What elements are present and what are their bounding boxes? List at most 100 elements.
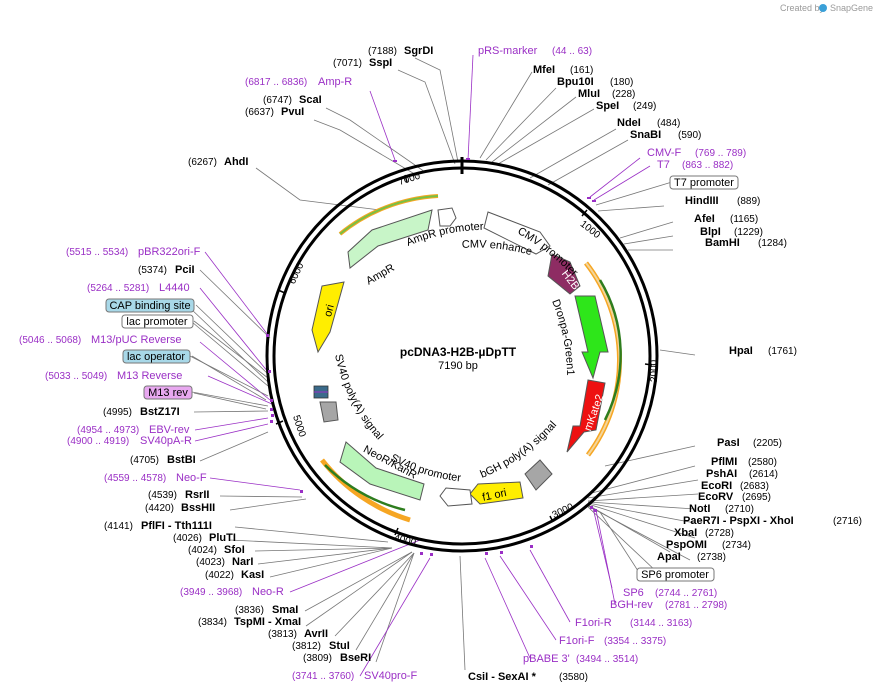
primer-label[interactable]: pBABE 3' [523, 653, 570, 665]
primer-label[interactable]: SP6 [623, 587, 644, 599]
primer-label[interactable]: BGH-rev [610, 599, 653, 611]
enzyme-label[interactable]: NarI [232, 556, 253, 568]
primer-label[interactable]: pRS-marker [478, 45, 538, 57]
enzyme-label[interactable]: NdeI [617, 117, 641, 129]
tick-label-2000: 2000 [649, 359, 660, 382]
enzyme-label[interactable]: PshAI [706, 468, 737, 480]
enzyme-label[interactable]: BseRI [340, 652, 371, 664]
enzyme-label[interactable]: BamHI [705, 237, 740, 249]
enzyme-label[interactable]: HpaI [729, 345, 753, 357]
enzyme-label[interactable]: SspI [369, 57, 392, 69]
feature-f1-ori: f1 ori [469, 481, 524, 505]
primer-leader-lines [194, 54, 651, 677]
enzyme-label[interactable]: StuI [329, 640, 350, 652]
enzyme-label[interactable]: CsiI - SexAI * [468, 671, 537, 683]
primer-label[interactable]: Neo-F [176, 472, 207, 484]
primer-label[interactable]: L4440 [159, 282, 190, 294]
enzyme-pos: (4026) [173, 533, 202, 544]
primer-label[interactable]: T7 [657, 159, 670, 171]
enzyme-label[interactable]: EcoRI [701, 480, 732, 492]
enzyme-label[interactable]: SmaI [272, 604, 298, 616]
enzyme-label[interactable]: AfeI [694, 213, 715, 225]
enzyme-label[interactable]: PflFI - Tth111I [141, 520, 212, 532]
box-label: lac operator [127, 351, 185, 363]
box-label: CAP binding site [109, 300, 190, 312]
feature-mkate2: mKate2 [566, 379, 606, 453]
enzyme-pos: (3836) [235, 605, 264, 616]
tick-label-1000: 1000 [578, 219, 603, 242]
enzyme-label[interactable]: HindIII [685, 195, 719, 207]
enzyme-pos: (2205) [753, 438, 782, 449]
primer-label[interactable]: F1ori-R [575, 617, 612, 629]
box-t7-promoter[interactable]: T7 promoter [669, 175, 739, 190]
enzyme-pos: (4420) [145, 503, 174, 514]
primer-pos: (2781 .. 2798) [665, 600, 727, 611]
enzyme-label[interactable]: PasI [717, 437, 740, 449]
enzyme-pos: (4705) [130, 455, 159, 466]
enzyme-label[interactable]: ScaI [299, 94, 322, 106]
enzyme-label[interactable]: PflMI [711, 456, 737, 468]
enzyme-label[interactable]: SnaBI [630, 129, 661, 141]
primer-pos: (5033 .. 5049) [45, 371, 107, 382]
enzyme-label[interactable]: PaeR7I - PspXI - XhoI [683, 515, 794, 527]
enzyme-label[interactable]: MfeI [533, 64, 555, 76]
box-lac-operator[interactable]: lac operator [122, 349, 191, 364]
enzyme-label[interactable]: MluI [578, 88, 600, 100]
enzyme-label[interactable]: SpeI [596, 100, 619, 112]
enzyme-label[interactable]: EcoRV [698, 491, 734, 503]
enzyme-label[interactable]: BstZ17I [140, 406, 180, 418]
box-cap-binding-site[interactable]: CAP binding site [105, 298, 195, 313]
enzyme-label[interactable]: SfoI [224, 544, 245, 556]
enzyme-label[interactable]: KasI [241, 569, 264, 581]
box-lac-promoter[interactable]: lac promoter [121, 314, 194, 329]
enzyme-pos: (6637) [245, 107, 274, 118]
feature-label-ampr: AmpR [364, 262, 397, 288]
enzyme-pos: (7071) [333, 58, 362, 69]
feature-ampr [347, 209, 433, 269]
primer-label[interactable]: Amp-R [318, 76, 352, 88]
enzyme-pos: (1761) [768, 346, 797, 357]
enzyme-label[interactable]: XbaI [674, 527, 697, 539]
enzyme-pos: (2716) [833, 516, 862, 527]
enzyme-label[interactable]: PluTI [209, 532, 236, 544]
enzyme-label[interactable]: PvuI [281, 106, 304, 118]
enzyme-pos: (4023) [196, 557, 225, 568]
enzyme-label[interactable]: PspOMI [666, 539, 707, 551]
enzyme-pos: (4539) [148, 490, 177, 501]
feature-dronpa-green1 [574, 295, 609, 380]
enzyme-label[interactable]: NotI [689, 503, 710, 515]
box-sp6-promoter[interactable]: SP6 promoter [636, 567, 715, 582]
credit-brand: SnapGene [830, 3, 873, 13]
enzyme-pos: (3812) [292, 641, 321, 652]
primer-label[interactable]: pBR322ori-F [138, 246, 201, 258]
snapgene-logo-icon [819, 4, 827, 12]
primer-label[interactable]: Neo-R [252, 586, 284, 598]
enzyme-label[interactable]: RsrII [185, 489, 209, 501]
enzyme-label[interactable]: Bpu10I [557, 76, 594, 88]
primer-label[interactable]: M13/pUC Reverse [91, 334, 181, 346]
enzyme-label[interactable]: BlpI [700, 226, 721, 238]
enzyme-label[interactable]: AhdI [224, 156, 248, 168]
primer-label[interactable]: SV40pA-R [140, 435, 192, 447]
primer-label[interactable]: M13 Reverse [117, 370, 182, 382]
primer-label[interactable]: CMV-F [647, 147, 682, 159]
enzyme-label[interactable]: AvrII [304, 628, 328, 640]
box-m13-rev[interactable]: M13 rev [143, 385, 193, 400]
primer-pos: (3494 .. 3514) [576, 654, 638, 665]
feature-sv40-polya [313, 385, 339, 423]
primer-label[interactable]: SV40pro-F [364, 670, 417, 682]
feature-label-f1-ori: f1 ori [481, 487, 507, 504]
enzyme-pos: (3813) [268, 629, 297, 640]
enzyme-label[interactable]: TspMI - XmaI [234, 616, 301, 628]
enzyme-pos: (2728) [705, 528, 734, 539]
enzyme-label[interactable]: BstBI [167, 454, 196, 466]
enzyme-label[interactable]: SgrDI [404, 45, 433, 57]
primer-label[interactable]: F1ori-F [559, 635, 595, 647]
enzyme-label[interactable]: PciI [175, 264, 195, 276]
feature-label-sv40-polya: SV40 poly(A) signal [332, 353, 385, 442]
credit-prefix: Created by [780, 3, 825, 13]
primer-label[interactable]: EBV-rev [149, 424, 190, 436]
enzyme-label[interactable]: BssHII [181, 502, 215, 514]
enzyme-label[interactable]: ApaI [657, 551, 681, 563]
box-label: lac promoter [126, 316, 187, 328]
